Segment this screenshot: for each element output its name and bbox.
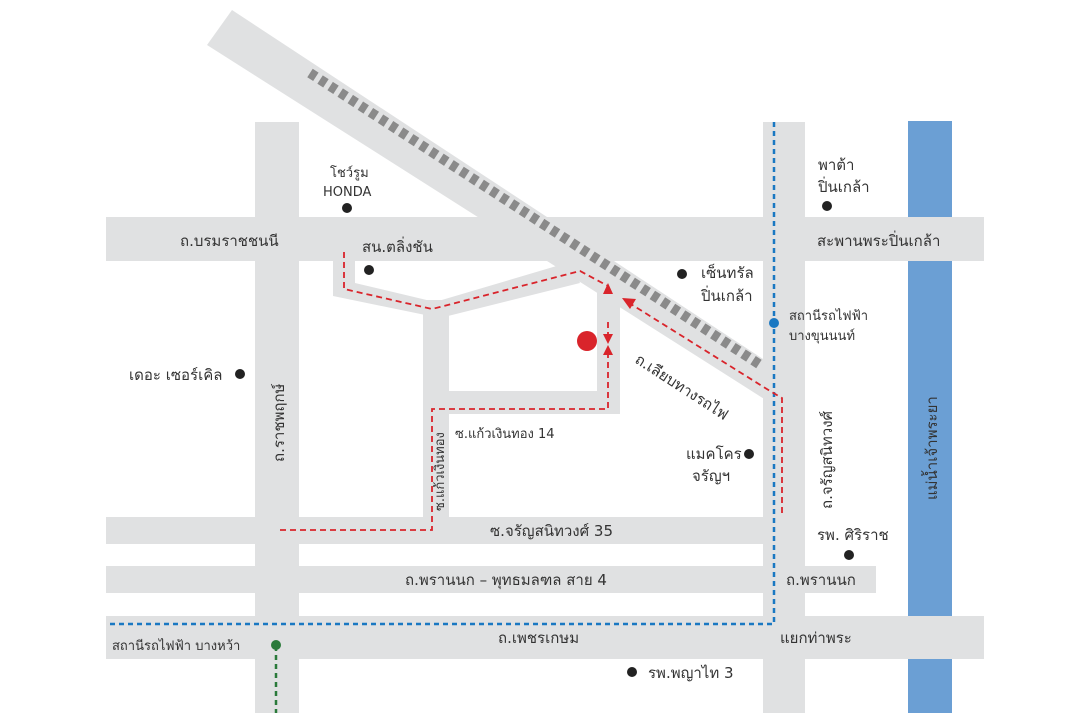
route-arrow-railway [622, 298, 636, 309]
label-siriraj-hospital: รพ. ศิริราช [817, 526, 889, 544]
route-from-borommaratchachonnani [343, 252, 609, 310]
railway-track [307, 68, 765, 371]
label-station-bang-khun-non-line1: สถานีรถไฟฟ้า [789, 308, 868, 324]
route-arrow-up-top [603, 283, 613, 294]
the-circle-dot [235, 369, 245, 379]
road-ratchaphruek [255, 122, 299, 713]
label-phyathai-3: รพ.พญาไท 3 [648, 664, 734, 682]
label-station-bang-wa: สถานีรถไฟฟ้า บางหว้า [112, 638, 240, 654]
makro-charan-dot [744, 449, 754, 459]
label-pinklao-bridge: สะพานพระปิ่นเกล้า [817, 230, 940, 250]
route-directions [280, 252, 783, 531]
central-pinklao-dot [677, 269, 687, 279]
label-pata-pinklao-line1: พาต้า [818, 156, 854, 174]
route-from-soi-35 [280, 349, 609, 531]
railway-corridor [207, 10, 792, 402]
pata-pinklao-dot [822, 201, 832, 211]
road-soi-14-connector [428, 391, 620, 414]
phyathai-3-dot [627, 667, 637, 677]
route-arrow-down [603, 334, 613, 344]
honda-showroom-dot [342, 203, 352, 213]
road-network [106, 10, 984, 713]
label-central-pinklao-line2: ปิ่นเกล้า [700, 285, 753, 305]
label-taling-chan: สน.ตลิ่งชัน [362, 236, 433, 256]
label-honda-showroom-line2: HONDA [323, 185, 372, 200]
label-central-pinklao-line1: เซ็นทรัล [701, 263, 754, 282]
label-pata-pinklao-line2: ปิ่นเกล้า [817, 176, 870, 196]
label-station-bang-khun-non-line2: บางขุนนนท์ [789, 328, 855, 344]
mrt-blue-line-path [106, 122, 776, 626]
landmark-dots [235, 201, 854, 677]
label-tha-phra-junction: แยกท่าพระ [780, 629, 852, 647]
destination-marker [577, 331, 597, 351]
label-honda-showroom-line1: โชว์รูม [330, 165, 369, 181]
label-soi-charansanitwong-35: ซ.จรัญสนิทวงศ์ 35 [490, 522, 613, 540]
road-phrannok [106, 566, 876, 593]
label-makro-charan-line2: จรัญฯ [692, 467, 730, 485]
station-bang-khun-non-dot [769, 318, 779, 328]
taling-chan-dot [364, 265, 374, 275]
route-arrow-up-bottom [603, 345, 613, 355]
mrt-blue-line [106, 122, 776, 626]
route-from-charansanitwong [625, 300, 783, 513]
label-makro-charan-line1: แมคโคร [686, 445, 742, 463]
road-charansanitwong [763, 122, 805, 713]
label-road-phrannok: ถ.พรานนก – พุทธมลฑล สาย 4 [405, 571, 607, 590]
route-arrowheads [603, 283, 636, 355]
label-soi-kaew-ngoen-thong-14: ซ.แก้วเงินทอง 14 [455, 427, 555, 442]
label-road-ratchaphruek: ถ.ราชพฤกษ์ [270, 383, 288, 462]
label-soi-kaew-ngoen-thong: ซ.แก้วเงินทอง [433, 432, 448, 511]
road-link-talingchan [333, 258, 580, 318]
label-road-borommaratchachonnani: ถ.บรมราชชนนี [180, 232, 279, 250]
label-the-circle: เดอะ เซอร์เคิล [129, 366, 222, 384]
label-road-phetkasem: ถ.เพชรเกษม [498, 629, 579, 647]
siriraj-hospital-dot [844, 550, 854, 560]
label-road-phrannok-short: ถ.พรานนก [786, 571, 856, 589]
station-bang-wa-dot [271, 640, 281, 650]
label-road-charansanitwong: ถ.จรัญสนิทวงศ์ [818, 410, 836, 509]
road-soi-charansanitwong-35 [106, 517, 764, 544]
label-chao-phraya-river: แม่น้ำเจ้าพระยา [921, 396, 941, 500]
